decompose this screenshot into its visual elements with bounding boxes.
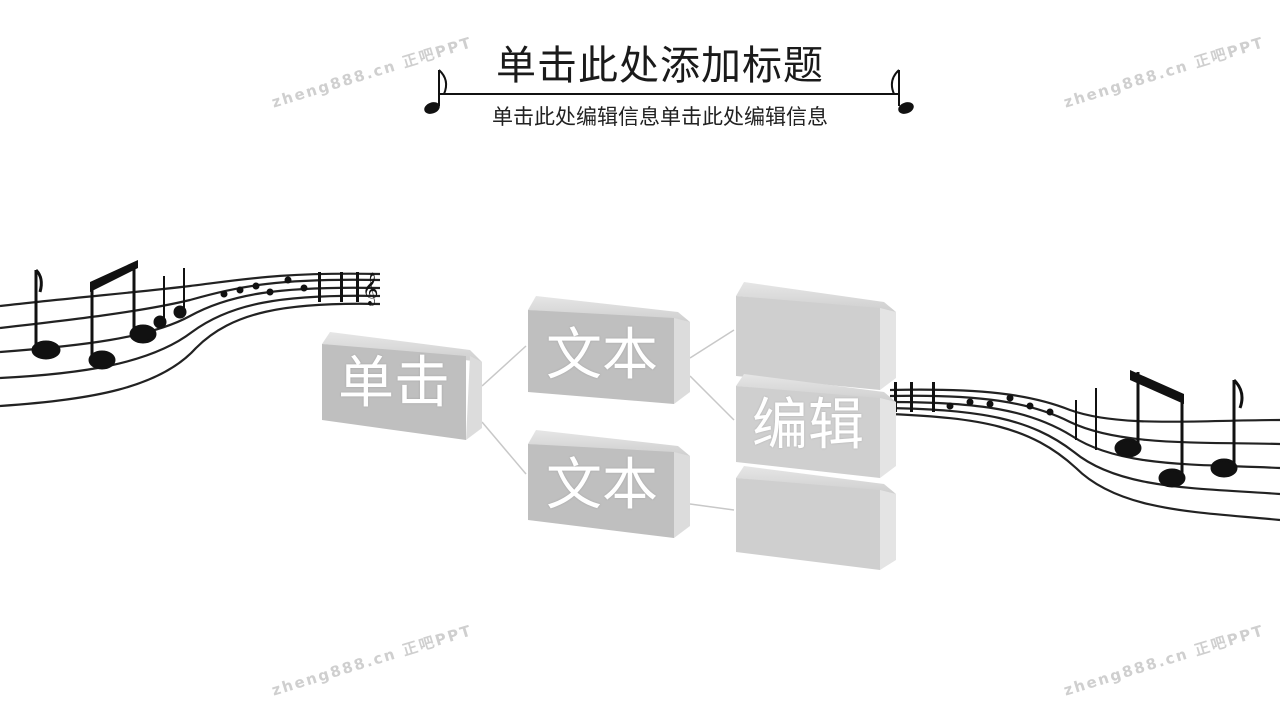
slide-title[interactable]: 单击此处添加标题	[496, 43, 824, 89]
slide-subtitle[interactable]: 单击此处编辑信息单击此处编辑信息	[492, 105, 828, 129]
box-root[interactable]	[322, 332, 482, 440]
music-staff-right-icon	[889, 370, 1280, 522]
box-root-label[interactable]: 单击	[338, 351, 450, 416]
title-underline-notes-icon	[424, 69, 914, 114]
connector-lines	[481, 329, 735, 511]
box-right-1[interactable]	[736, 282, 896, 390]
box-right-2[interactable]	[736, 374, 896, 478]
svg-text:𝄞: 𝄞	[362, 272, 379, 306]
box-middle-2-label[interactable]: 文本	[546, 453, 658, 518]
box-right-2-label[interactable]: 编辑	[752, 393, 864, 458]
box-middle-1-label[interactable]: 文本	[546, 323, 658, 388]
box-right-3[interactable]	[736, 466, 896, 570]
music-staff-left-icon: 𝄞	[0, 260, 381, 408]
box-middle-2[interactable]	[528, 430, 690, 538]
box-middle-1[interactable]	[528, 296, 690, 404]
